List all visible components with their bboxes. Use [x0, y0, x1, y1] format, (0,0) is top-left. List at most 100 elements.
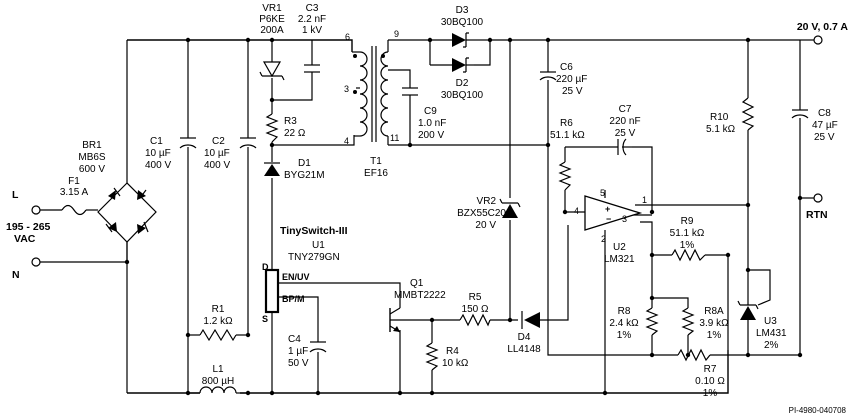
label-c3-value: 2.2 nF	[298, 14, 326, 25]
label-r7-tolerance: 1%	[703, 388, 718, 399]
label-u3-ref: U3	[764, 316, 777, 327]
label-line: L	[12, 189, 19, 201]
label-u2-part: LM321	[604, 254, 635, 265]
label-q1-ref: Q1	[410, 278, 424, 289]
label-c4-ref: C4	[288, 334, 301, 345]
diode-d3	[452, 32, 474, 48]
label-r7-ref: R7	[704, 364, 717, 375]
label-c9-value: 1.0 nF	[418, 118, 446, 129]
label-t1-pin4: 4	[344, 136, 349, 146]
label-br1-ref: BR1	[82, 140, 102, 151]
label-vr1-part: P6KE	[259, 14, 285, 25]
label-r7-value: 0.10 Ω	[695, 376, 725, 387]
label-u1-pin-d: D	[262, 262, 269, 272]
resistor-r5	[459, 313, 491, 327]
fuse-f1	[61, 204, 87, 216]
label-r9-tolerance: 1%	[680, 240, 695, 251]
label-c7-value: 220 nF	[609, 116, 640, 127]
label-u1-part: TNY279GN	[288, 252, 340, 263]
label-c8-ref: C8	[818, 108, 831, 119]
label-neutral: N	[12, 269, 20, 281]
label-r9-value: 51.1 kΩ	[670, 228, 705, 239]
label-r6-ref: R6	[560, 118, 573, 129]
label-u1-pin-bpm: BP/M	[282, 294, 305, 304]
capacitor-c6	[539, 71, 557, 81]
label-c1-ref: C1	[150, 136, 163, 147]
resistor-r3	[265, 113, 279, 143]
capacitor-c3	[304, 64, 320, 73]
ic-u1	[264, 268, 280, 314]
label-c9-rating: 200 V	[418, 130, 444, 141]
label-d4-part: LL4148	[507, 344, 541, 355]
label-r10-ref: R10	[710, 112, 729, 123]
tvs-diode-vr1	[259, 61, 285, 81]
label-t1-pin9: 9	[394, 29, 399, 39]
label-vr1-value: 200A	[260, 25, 284, 36]
label-c2-value: 10 µF	[204, 148, 230, 159]
label-t1-pin6: 6	[345, 32, 350, 42]
label-d4-ref: D4	[518, 332, 531, 343]
capacitor-c4	[309, 341, 327, 353]
label-u2-pin2: 2	[601, 234, 606, 244]
resistor-r8	[645, 307, 659, 336]
label-u1-title: TinySwitch-III	[280, 225, 348, 237]
label-t1-ref: T1	[370, 156, 382, 167]
label-u1-pin-s: S	[262, 314, 268, 324]
label-c4-value: 1 µF	[288, 346, 308, 357]
resistor-r6	[558, 161, 572, 191]
label-c4-rating: 50 V	[288, 358, 309, 369]
label-c2-ref: C2	[212, 136, 225, 147]
label-d2-ref: D2	[456, 78, 469, 89]
terminal-l	[31, 205, 41, 215]
terminals	[31, 35, 823, 267]
opamp-u2	[584, 195, 643, 231]
label-u3-part: LM431	[756, 328, 787, 339]
label-r8a-value: 3.9 kΩ	[699, 318, 729, 329]
label-u2-pin1: 1	[642, 195, 647, 205]
resistor-r9	[671, 248, 706, 262]
label-r4-ref: R4	[446, 346, 459, 357]
resistor-r4	[425, 342, 439, 371]
label-d1-ref: D1	[298, 158, 311, 169]
label-u2-pin5: 5	[600, 188, 605, 198]
label-d3-part: 30BQ100	[441, 17, 484, 28]
label-vr2-value: 20 V	[475, 220, 496, 231]
diode-d2	[452, 57, 474, 73]
transformer-t1	[352, 46, 389, 145]
label-c3-rating: 1 kV	[302, 25, 322, 36]
label-br1-rating: 600 V	[79, 164, 105, 175]
capacitor-c7	[617, 138, 632, 156]
zener-diode-vr2	[499, 198, 521, 218]
label-c6-value: 220 µF	[556, 74, 587, 85]
label-u2-ref: U2	[613, 242, 626, 253]
label-input-range: 195 - 265	[6, 221, 51, 233]
label-d2-part: 30BQ100	[441, 90, 484, 101]
capacitor-c9	[402, 87, 418, 96]
label-c2-rating: 400 V	[204, 160, 230, 171]
label-f1-ref: F1	[68, 176, 80, 187]
label-d3-ref: D3	[456, 5, 469, 16]
label-r8a-tolerance: 1%	[707, 330, 722, 341]
label-r5-value: 150 Ω	[462, 304, 489, 315]
label-l1-ref: L1	[212, 364, 224, 375]
label-rtn: RTN	[806, 209, 828, 221]
wiring	[40, 39, 815, 394]
label-u2-plus: +	[605, 204, 610, 214]
label-c1-value: 10 µF	[145, 148, 171, 159]
label-u1-ref: U1	[312, 240, 325, 251]
label-vr1-ref: VR1	[262, 3, 282, 14]
capacitor-c2	[239, 137, 257, 149]
capacitor-c1	[179, 137, 197, 149]
terminal-rtn	[813, 193, 823, 203]
label-c7-ref: C7	[619, 104, 632, 115]
label-d1-part: BYG21M	[284, 170, 325, 181]
label-u3-tolerance: 2%	[764, 340, 779, 351]
label-r8-value: 2.4 kΩ	[609, 318, 639, 329]
label-q1-part: MMBT2222	[394, 290, 446, 301]
label-c8-value: 47 µF	[812, 120, 838, 131]
resistor-r1	[199, 328, 237, 342]
terminal-out-positive	[813, 35, 823, 45]
labels: 20 V, 0.7 A RTN L 195 - 265 VAC N F1 3.1…	[6, 3, 848, 415]
bridge-rectifier-br1	[97, 182, 157, 243]
